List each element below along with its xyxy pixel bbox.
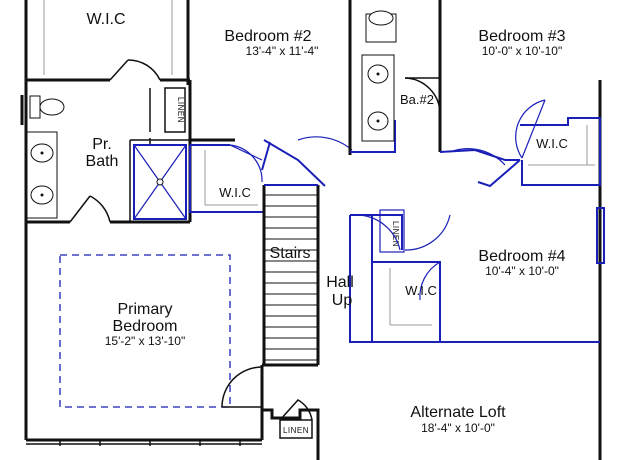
wic-top-walls xyxy=(24,0,190,85)
loft-linen-door xyxy=(279,399,313,421)
bedroom4-name: Bedroom #4 xyxy=(478,248,565,265)
bedroom3-wic xyxy=(515,99,601,186)
bedroom4-dims: 10'-4" x 10'-0" xyxy=(485,264,559,278)
primary-bedroom-name-1: Primary xyxy=(117,301,172,318)
bedroom3-dims: 10'-0" x 10'-10" xyxy=(482,44,562,58)
hall-label-1: Hall xyxy=(326,274,354,291)
wic-top-label: W.I.C xyxy=(86,11,125,28)
stairs-walls xyxy=(262,184,320,365)
bedroom3-door xyxy=(439,148,521,188)
wic-top-door xyxy=(109,59,161,81)
bath2-vanity xyxy=(361,54,395,142)
stair-treads xyxy=(264,194,318,361)
bedroom2-dims: 13'-4" x 11'-4" xyxy=(246,44,319,58)
shower-icon xyxy=(133,138,187,220)
vanity xyxy=(26,131,58,219)
linen-closet-bath xyxy=(149,87,186,133)
primary-bath-label-2: Bath xyxy=(86,153,119,170)
bath2-label: Ba.#2 xyxy=(400,92,434,107)
wic-bedroom3-label: W.I.C xyxy=(536,136,568,151)
primary-bath-door xyxy=(69,195,111,223)
bedroom2-wic xyxy=(189,144,265,213)
linen-label-loft: LINEN xyxy=(283,426,309,435)
primary-bath-label-1: Pr. xyxy=(92,136,112,153)
wic-bedroom4-label: W.I.C xyxy=(405,283,437,298)
bedroom2-walls xyxy=(190,0,352,155)
bedroom2-door xyxy=(261,136,353,187)
bath2-toilet-icon xyxy=(365,10,397,43)
hall-label-2: Up xyxy=(332,292,353,309)
primary-bedroom-walls xyxy=(24,222,318,442)
primary-bedroom-name-2: Bedroom xyxy=(113,318,178,335)
bedroom4-door xyxy=(354,214,401,251)
bedroom3-walls xyxy=(438,0,602,460)
primary-bedroom-dims: 15'-2" x 13'-10" xyxy=(105,334,185,348)
stairs-label: Stairs xyxy=(270,245,311,262)
linen-label-bedroom4: LINEN xyxy=(391,221,400,247)
toilet-icon xyxy=(29,95,65,119)
loft-walls xyxy=(262,408,320,460)
alternate-loft-dims: 18'-4" x 10'-0" xyxy=(421,421,495,435)
bedroom3-name: Bedroom #3 xyxy=(478,28,565,45)
bedroom2-name: Bedroom #2 xyxy=(224,28,311,45)
bedroom4-linen-closet xyxy=(379,209,405,253)
primary-bedroom-windows xyxy=(26,440,262,446)
primary-bedroom-tray-ceiling xyxy=(59,254,231,408)
primary-bedroom-door xyxy=(221,366,263,408)
bedroom4-wic xyxy=(389,214,451,326)
alternate-loft-name: Alternate Loft xyxy=(410,404,506,421)
wic-bedroom2-label: W.I.C xyxy=(219,185,251,200)
linen-label-bath: LINEN xyxy=(176,97,185,123)
